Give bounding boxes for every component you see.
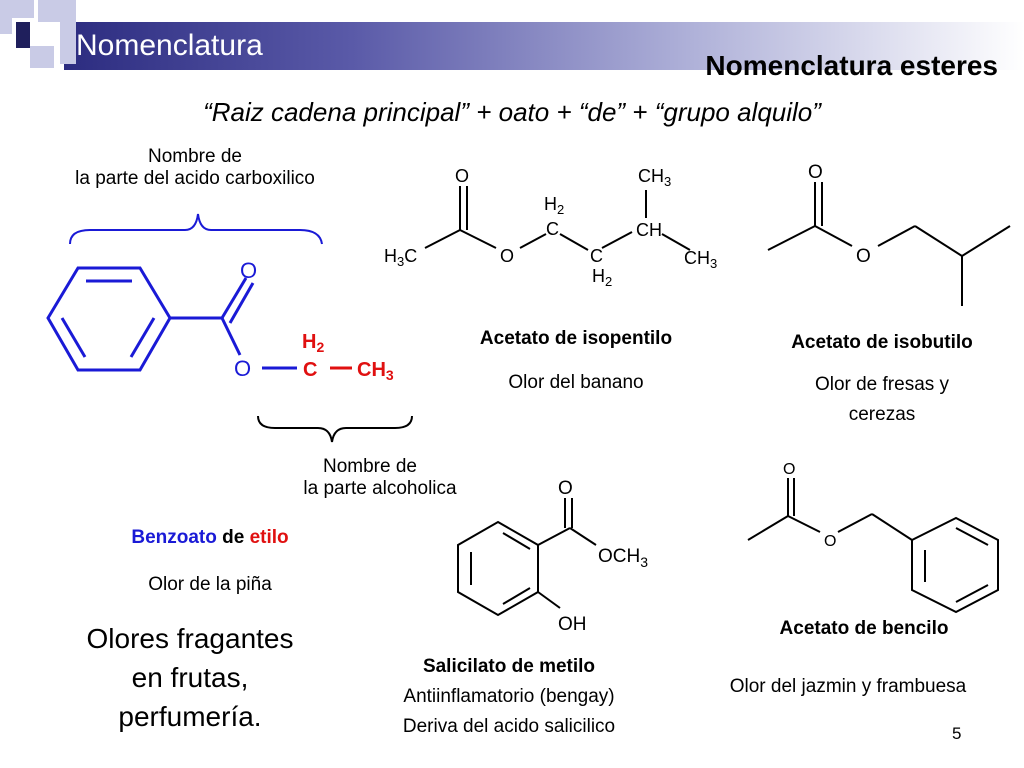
- ch3-c: CH: [357, 359, 386, 381]
- alcohol-part-label-line2: la parte alcoholica: [303, 478, 457, 499]
- isobutyl-acetate-structure: [767, 182, 1011, 306]
- benzyl-acetate-name: Acetato de bencilo: [779, 618, 949, 639]
- methyl-salicylate-structure: [457, 498, 597, 617]
- benzyl-acetate-structure: [747, 478, 999, 614]
- decor-square: [30, 46, 54, 68]
- decor-square: [38, 0, 60, 22]
- svg-text:CH: CH: [636, 220, 662, 240]
- svg-text:CH3: CH3: [684, 248, 717, 271]
- decor-square: [0, 0, 12, 34]
- svg-text:O: O: [783, 461, 795, 478]
- svg-text:C: C: [590, 246, 603, 266]
- acid-part-brace: [69, 213, 323, 245]
- ch2-sub: 2: [316, 339, 324, 355]
- summary-line3: perfumería.: [118, 701, 262, 732]
- ethyl-benzoate-name: Benzoato de etilo: [131, 527, 289, 548]
- ethyl-benzoate-ester-o: O: [234, 356, 251, 381]
- ch2-h: H: [302, 331, 316, 353]
- svg-text:H2: H2: [592, 266, 612, 289]
- acid-part-label-line2: la parte del acido carboxilico: [75, 168, 315, 189]
- svg-text:H2: H2: [544, 194, 564, 217]
- ethyl-benzoate-structure: [46, 266, 297, 372]
- ch2-c: C: [303, 359, 317, 381]
- page-title: Nomenclatura: [76, 29, 263, 62]
- methyl-salicylate-origin: Deriva del acido salicilico: [402, 716, 616, 737]
- naming-rule: “Raiz cadena principal” + oato + “de” + …: [203, 97, 821, 127]
- summary-line1: Olores fragantes: [86, 623, 294, 654]
- alcohol-part-brace: [257, 415, 413, 443]
- isobutyl-acetate-name: Acetato de isobutilo: [791, 332, 973, 353]
- isopentyl-acetate-structure: [424, 186, 691, 251]
- ethyl-benzoate-odor: Olor de la piña: [148, 574, 272, 595]
- isopentyl-acetate-odor: Olor del banano: [508, 372, 644, 393]
- isobutyl-acetate-odor-line1: Olor de fresas y: [814, 374, 950, 395]
- isobutyl-acetate-odor-line2: cerezas: [848, 404, 916, 425]
- svg-text:OCH3: OCH3: [598, 546, 648, 570]
- svg-text:H2: H2: [302, 331, 324, 355]
- svg-text:C: C: [546, 219, 559, 239]
- slide-subtitle: Nomenclatura esteres: [705, 50, 998, 81]
- svg-text:O: O: [808, 162, 823, 183]
- svg-text:O: O: [455, 166, 469, 186]
- decor-square: [60, 0, 76, 64]
- page-number: 5: [952, 724, 962, 743]
- ethyl-benzoate-carbonyl-o: O: [240, 258, 257, 283]
- svg-text:O: O: [558, 478, 573, 499]
- isopentyl-acetate-name: Acetato de isopentilo: [479, 328, 673, 349]
- svg-text:H3C: H3C: [384, 246, 417, 269]
- ch3-sub: 3: [386, 367, 394, 383]
- svg-text:O: O: [824, 533, 836, 550]
- alcohol-part-label-line1: Nombre de: [323, 456, 417, 477]
- methyl-salicylate-name: Salicilato de metilo: [422, 656, 596, 677]
- svg-text:OH: OH: [558, 614, 587, 635]
- svg-text:O: O: [500, 246, 514, 266]
- acid-part-label-line1: Nombre de: [148, 146, 242, 167]
- svg-text:CH3: CH3: [357, 359, 394, 383]
- decor-square: [16, 22, 30, 48]
- svg-text:CH3: CH3: [638, 166, 671, 189]
- decor-square: [12, 0, 34, 18]
- benzyl-acetate-odor: Olor del jazmin y frambuesa: [729, 676, 967, 697]
- title-bar: [64, 22, 1024, 70]
- methyl-salicylate-use: Antiinflamatorio (bengay): [403, 686, 615, 707]
- svg-text:O: O: [856, 246, 871, 267]
- summary-line2: en frutas,: [131, 662, 249, 693]
